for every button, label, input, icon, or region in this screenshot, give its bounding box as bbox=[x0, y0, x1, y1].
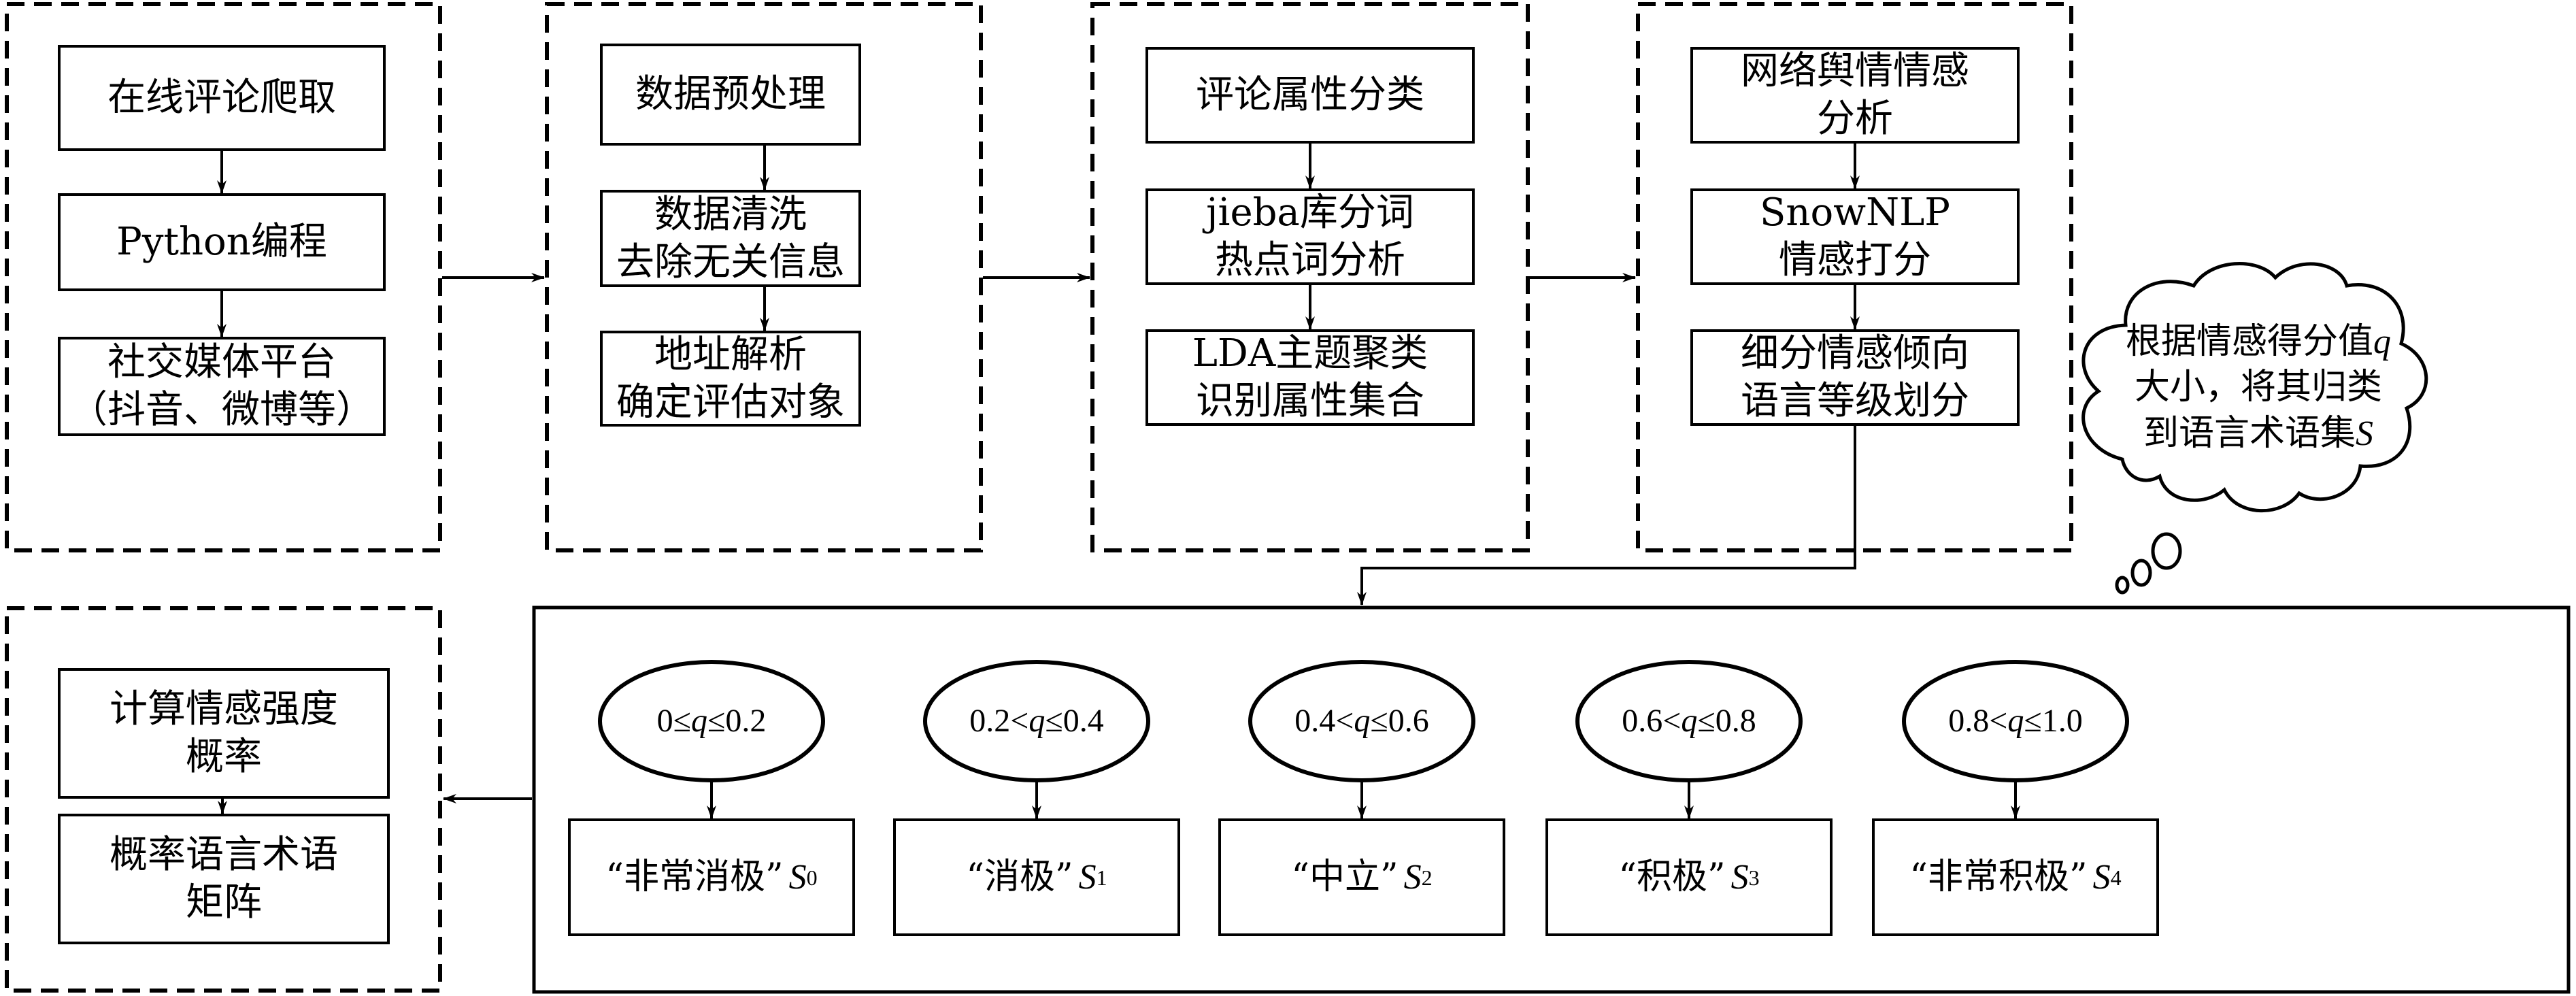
term-box-1 bbox=[893, 818, 1180, 936]
range-var: q bbox=[1354, 703, 1371, 739]
step-public-opinion-sentiment-analysis: 网络舆情情感 分析 bbox=[1741, 49, 1969, 141]
range-label-1: 0.2<q≤0.4 bbox=[925, 662, 1148, 780]
range-upper-op: ≤ bbox=[1697, 703, 1716, 739]
step-sentiment-intensity-probability: 计算情感强度 概率 bbox=[110, 687, 338, 779]
range-lower-op: < bbox=[1662, 703, 1682, 739]
bubble-line-1: 根据情感得分值 bbox=[2125, 320, 2373, 362]
step-boxes bbox=[58, 44, 2020, 944]
classification-layer bbox=[568, 660, 2159, 936]
term-box-3 bbox=[1545, 818, 1833, 936]
term-symbol: S bbox=[788, 858, 807, 897]
bubble-line-3: 到语言术语集 bbox=[2143, 412, 2356, 454]
step-online-review-crawl: 在线评论爬取 bbox=[107, 76, 336, 120]
term-index: 0 bbox=[806, 865, 818, 890]
range-lower-op: < bbox=[1335, 703, 1354, 739]
range-lower: 0 bbox=[656, 703, 673, 739]
range-lower: 0.8 bbox=[1948, 703, 1990, 739]
stage-container-preprocess bbox=[545, 2, 983, 552]
bubble-line-2: 大小，将其归类 bbox=[2134, 367, 2382, 408]
range-upper: 0.6 bbox=[1388, 703, 1429, 739]
term-index: 1 bbox=[1096, 865, 1107, 890]
term-box-0 bbox=[568, 818, 855, 936]
step-sentiment-level-division: 细分情感倾向 语言等级划分 bbox=[1741, 331, 1969, 423]
range-var: q bbox=[1681, 703, 1698, 739]
step-social-media-platform: 社交媒体平台 （抖音、微博等） bbox=[69, 340, 374, 432]
range-lower-op: ≤ bbox=[673, 703, 691, 739]
term-sentiment-label: “积极” bbox=[1618, 857, 1726, 897]
range-label-3: 0.6<q≤0.8 bbox=[1577, 662, 1801, 780]
range-lower-op: < bbox=[1010, 703, 1029, 739]
range-upper: 0.4 bbox=[1063, 703, 1104, 739]
term-box-2 bbox=[1218, 818, 1505, 936]
stage-arrows bbox=[442, 273, 1856, 803]
term-sentiment-label: “非常消极” bbox=[605, 857, 784, 897]
range-label-4: 0.8<q≤1.0 bbox=[1904, 662, 2127, 780]
range-lower: 0.6 bbox=[1622, 703, 1663, 739]
range-lower-op: < bbox=[1989, 703, 2008, 739]
thought-bubble bbox=[2081, 262, 2428, 595]
range-upper: 1.0 bbox=[2041, 703, 2083, 739]
step-python-programming: Python编程 bbox=[116, 220, 327, 264]
range-upper-op: ≤ bbox=[1045, 703, 1063, 739]
range-lower: 0.2 bbox=[969, 703, 1011, 739]
range-upper: 0.8 bbox=[1715, 703, 1756, 739]
range-lower: 0.4 bbox=[1294, 703, 1336, 739]
term-index: 3 bbox=[1748, 865, 1760, 890]
step-probabilistic-linguistic-matrix: 概率语言术语 矩阵 bbox=[110, 833, 338, 925]
range-upper-op: ≤ bbox=[707, 703, 726, 739]
stage-container-attribute bbox=[1090, 2, 1530, 552]
term-symbol: S bbox=[1403, 858, 1422, 897]
range-label-2: 0.4<q≤0.6 bbox=[1250, 662, 1473, 780]
range-label-0: 0≤q≤0.2 bbox=[600, 662, 823, 780]
term-symbol: S bbox=[2092, 858, 2111, 897]
step-data-cleaning: 数据清洗 去除无关信息 bbox=[616, 192, 845, 284]
range-upper: 0.2 bbox=[725, 703, 767, 739]
range-upper-op: ≤ bbox=[1370, 703, 1388, 739]
step-jieba-segmentation: jieba库分词 热点词分析 bbox=[1206, 190, 1414, 282]
step-lda-topic-clustering: LDA主题聚类 识别属性集合 bbox=[1192, 331, 1428, 423]
term-sentiment-label: “中立” bbox=[1291, 857, 1399, 897]
range-var: q bbox=[1028, 703, 1046, 739]
step-arrows bbox=[217, 142, 1860, 814]
term-index: 4 bbox=[2110, 865, 2122, 890]
term-index: 2 bbox=[1421, 865, 1433, 890]
step-review-attribute-classification: 评论属性分类 bbox=[1196, 73, 1424, 117]
bubble-var-s: S bbox=[2356, 414, 2373, 453]
thought-bubble-text: 根据情感得分值q 大小，将其归类 到语言术语集S bbox=[2109, 293, 2408, 483]
range-var: q bbox=[691, 703, 707, 739]
range-var: q bbox=[2007, 703, 2024, 739]
classification-container bbox=[532, 605, 2571, 994]
step-data-preprocessing: 数据预处理 bbox=[635, 72, 826, 116]
range-upper-op: ≤ bbox=[2024, 703, 2042, 739]
term-sentiment-label: “非常积极” bbox=[1909, 857, 2088, 897]
term-symbol: S bbox=[1078, 858, 1097, 897]
term-box-4 bbox=[1872, 818, 2159, 936]
term-sentiment-label: “消极” bbox=[966, 857, 1073, 897]
step-snownlp-scoring: SnowNLP 情感打分 bbox=[1760, 190, 1950, 282]
step-address-parsing: 地址解析 确定评估对象 bbox=[616, 332, 845, 425]
term-symbol: S bbox=[1730, 858, 1749, 897]
bubble-var-q: q bbox=[2373, 322, 2391, 361]
